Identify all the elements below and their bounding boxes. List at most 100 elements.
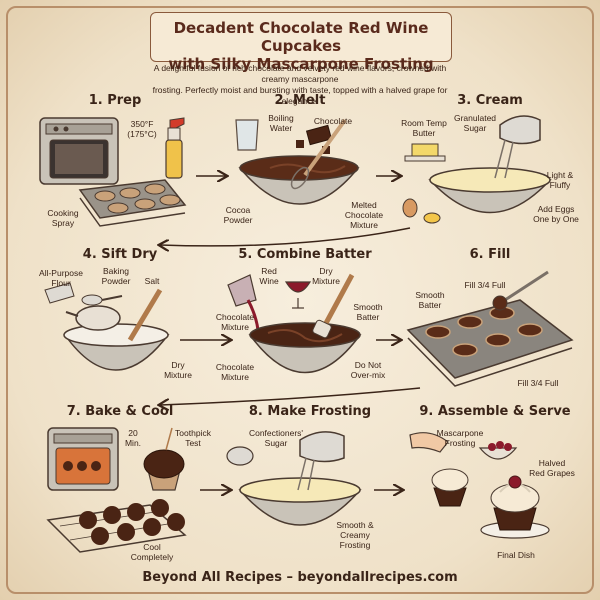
- granulated-sugar-label: Granulated Sugar: [450, 113, 500, 133]
- do-not-overmix-line-2: Over-mix: [350, 370, 386, 380]
- mixer-icon: [494, 115, 541, 179]
- melted-chocolate-line-3: Mixture: [350, 220, 378, 230]
- cooking-spray-line-2: Spray: [51, 218, 75, 228]
- toothpick-test-line-2: Test: [185, 438, 201, 448]
- creamy-frosting-line-1: Smooth &: [336, 520, 374, 530]
- melted-chocolate-line-2: Chocolate: [344, 210, 384, 220]
- title-line-1: Decadent Chocolate Red Wine Cupcakes: [173, 19, 429, 55]
- step-8-title: 8. Make Frosting: [248, 404, 372, 419]
- flour-line-1: All-Purpose: [39, 268, 83, 278]
- light-fluffy-line-1: Light &: [546, 170, 574, 180]
- butter-line-1: Room Temp: [401, 118, 447, 128]
- flour-label: All-Purpose Flour: [34, 268, 88, 288]
- mascarpone-frosting-label: Mascarpone Frosting: [430, 428, 490, 448]
- mascarpone-frosting-line-1: Mascarpone: [436, 428, 484, 438]
- cupcake-icon: [143, 427, 185, 491]
- cupcakes-cooling-icon: [79, 499, 185, 545]
- pouring-glass-icon: [227, 274, 260, 331]
- dry-mixture-line-1: Dry: [171, 360, 185, 370]
- muffin-pan-icon: [406, 299, 574, 387]
- salt-label: Salt: [144, 276, 160, 286]
- oven-icon: [39, 117, 119, 185]
- sieve-icon: [65, 305, 121, 331]
- chocolate-mixture-a-line-2: Mixture: [221, 322, 249, 332]
- toothpick-test-line-1: Toothpick: [175, 428, 211, 438]
- step-4-title: 4. Sift Dry: [82, 247, 158, 262]
- toothpick-test-label: Toothpick Test: [168, 428, 218, 448]
- step-5-title: 5. Combine Batter: [238, 247, 372, 262]
- confectioners-sugar-line-1: Confectioners': [248, 428, 304, 438]
- oven-temp-label: 350°F (175°C): [120, 119, 164, 139]
- step-3-title: 3. Cream: [457, 93, 523, 108]
- do-not-overmix-line-1: Do Not: [354, 360, 382, 370]
- page-border: [6, 6, 594, 594]
- bowl-icon: [238, 155, 360, 205]
- wooden-spoon-icon: [127, 288, 163, 342]
- sugar-scoop-icon: [226, 446, 254, 466]
- butter-line-2: Butter: [412, 128, 436, 138]
- add-eggs-label: Add Eggs One by One: [528, 204, 584, 224]
- step-7-title: 7. Bake & Cool: [66, 404, 174, 419]
- hand-piping-icon: [409, 432, 449, 453]
- boiling-water-line-2: Water: [269, 123, 293, 133]
- footer-credit: Beyond All Recipes – beyondallrecipes.co…: [142, 570, 458, 585]
- bowl-icon: [248, 322, 362, 374]
- dry-mixture-label-2: Dry Mixture: [306, 266, 346, 286]
- add-eggs-line-1: Add Eggs: [537, 204, 575, 214]
- confectioners-sugar-line-2: Sugar: [264, 438, 288, 448]
- halved-grapes-line-2: Red Grapes: [529, 468, 575, 478]
- cocoa-powder-line-2: Powder: [223, 215, 253, 225]
- subtitle-line-1: A delightful fusion of rich chocolate an…: [153, 63, 447, 84]
- cool-completely-label: Cool Completely: [122, 542, 182, 562]
- page-title: Decadent Chocolate Red Wine Cupcakes wit…: [151, 19, 451, 73]
- granulated-sugar-line-1: Granulated: [453, 113, 497, 123]
- melted-chocolate-label: Melted Chocolate Mixture: [338, 200, 390, 230]
- baking-powder-line-2: Powder: [101, 276, 131, 286]
- cocoa-powder-line-1: Cocoa: [225, 205, 251, 215]
- step-1-title: 1. Prep: [88, 93, 142, 108]
- dry-mixture-line-2: Mixture: [164, 370, 192, 380]
- fill-three-quarters-label-top: Fill 3/4 Full: [464, 280, 506, 290]
- cupcake-icon: [431, 468, 469, 507]
- cool-completely-line-2: Completely: [130, 552, 174, 562]
- flour-scoop-icon: [44, 282, 75, 304]
- bake-time-line-2: Min.: [124, 438, 142, 448]
- subtitle-line-2: frosting. Perfectly moist and bursting w…: [152, 85, 448, 106]
- cooking-spray-line-1: Cooking: [47, 208, 79, 218]
- halved-grapes-label: Halved Red Grapes: [524, 458, 580, 478]
- baking-powder-label: Baking Powder: [96, 266, 136, 286]
- creamy-frosting-line-3: Frosting: [339, 540, 371, 550]
- title-line-2: with Silky Mascarpone Frosting: [168, 55, 434, 73]
- step-9-title: 9. Assemble & Serve: [419, 404, 571, 419]
- do-not-overmix-label: Do Not Over-mix: [346, 360, 390, 380]
- grape-bowl-icon: [478, 441, 518, 460]
- granulated-sugar-line-2: Sugar: [463, 123, 487, 133]
- red-wine-label: Red Wine: [254, 266, 284, 286]
- halved-grapes-line-1: Halved: [538, 458, 566, 468]
- creamy-frosting-label: Smooth & Creamy Frosting: [330, 520, 380, 550]
- spoon-icon: [81, 294, 123, 306]
- mascarpone-frosting-line-2: Frosting: [444, 438, 476, 448]
- arrow-icon: [160, 387, 421, 405]
- whisk-icon: [290, 118, 347, 190]
- chocolate-mixture-label-a: Chocolate Mixture: [212, 312, 258, 332]
- wine-glass-icon: [284, 281, 312, 309]
- flour-line-2: Flour: [51, 278, 71, 288]
- butter-icon: [404, 143, 446, 162]
- red-wine-line-2: Wine: [259, 276, 279, 286]
- title-box: Decadent Chocolate Red Wine Cupcakes wit…: [150, 12, 452, 73]
- arrow-icon: [160, 227, 411, 246]
- spatula-icon: [312, 273, 355, 339]
- cooking-spray-label: Cooking Spray: [40, 208, 86, 228]
- bake-time-line-1: 20: [128, 428, 138, 438]
- oven-temp-f: 350°F: [130, 119, 154, 129]
- step-2-title: 2. Melt: [274, 93, 326, 108]
- smooth-batter-2-line-2: Batter: [418, 300, 442, 310]
- bowl-icon: [238, 477, 362, 526]
- smooth-batter-2-line-1: Smooth: [415, 290, 445, 300]
- chocolate-label: Chocolate: [313, 116, 353, 126]
- fill-three-quarters-label-bottom: Fill 3/4 Full: [517, 378, 559, 388]
- dry-mixture-2-line-2: Mixture: [312, 276, 340, 286]
- creamy-frosting-line-2: Creamy: [340, 530, 370, 540]
